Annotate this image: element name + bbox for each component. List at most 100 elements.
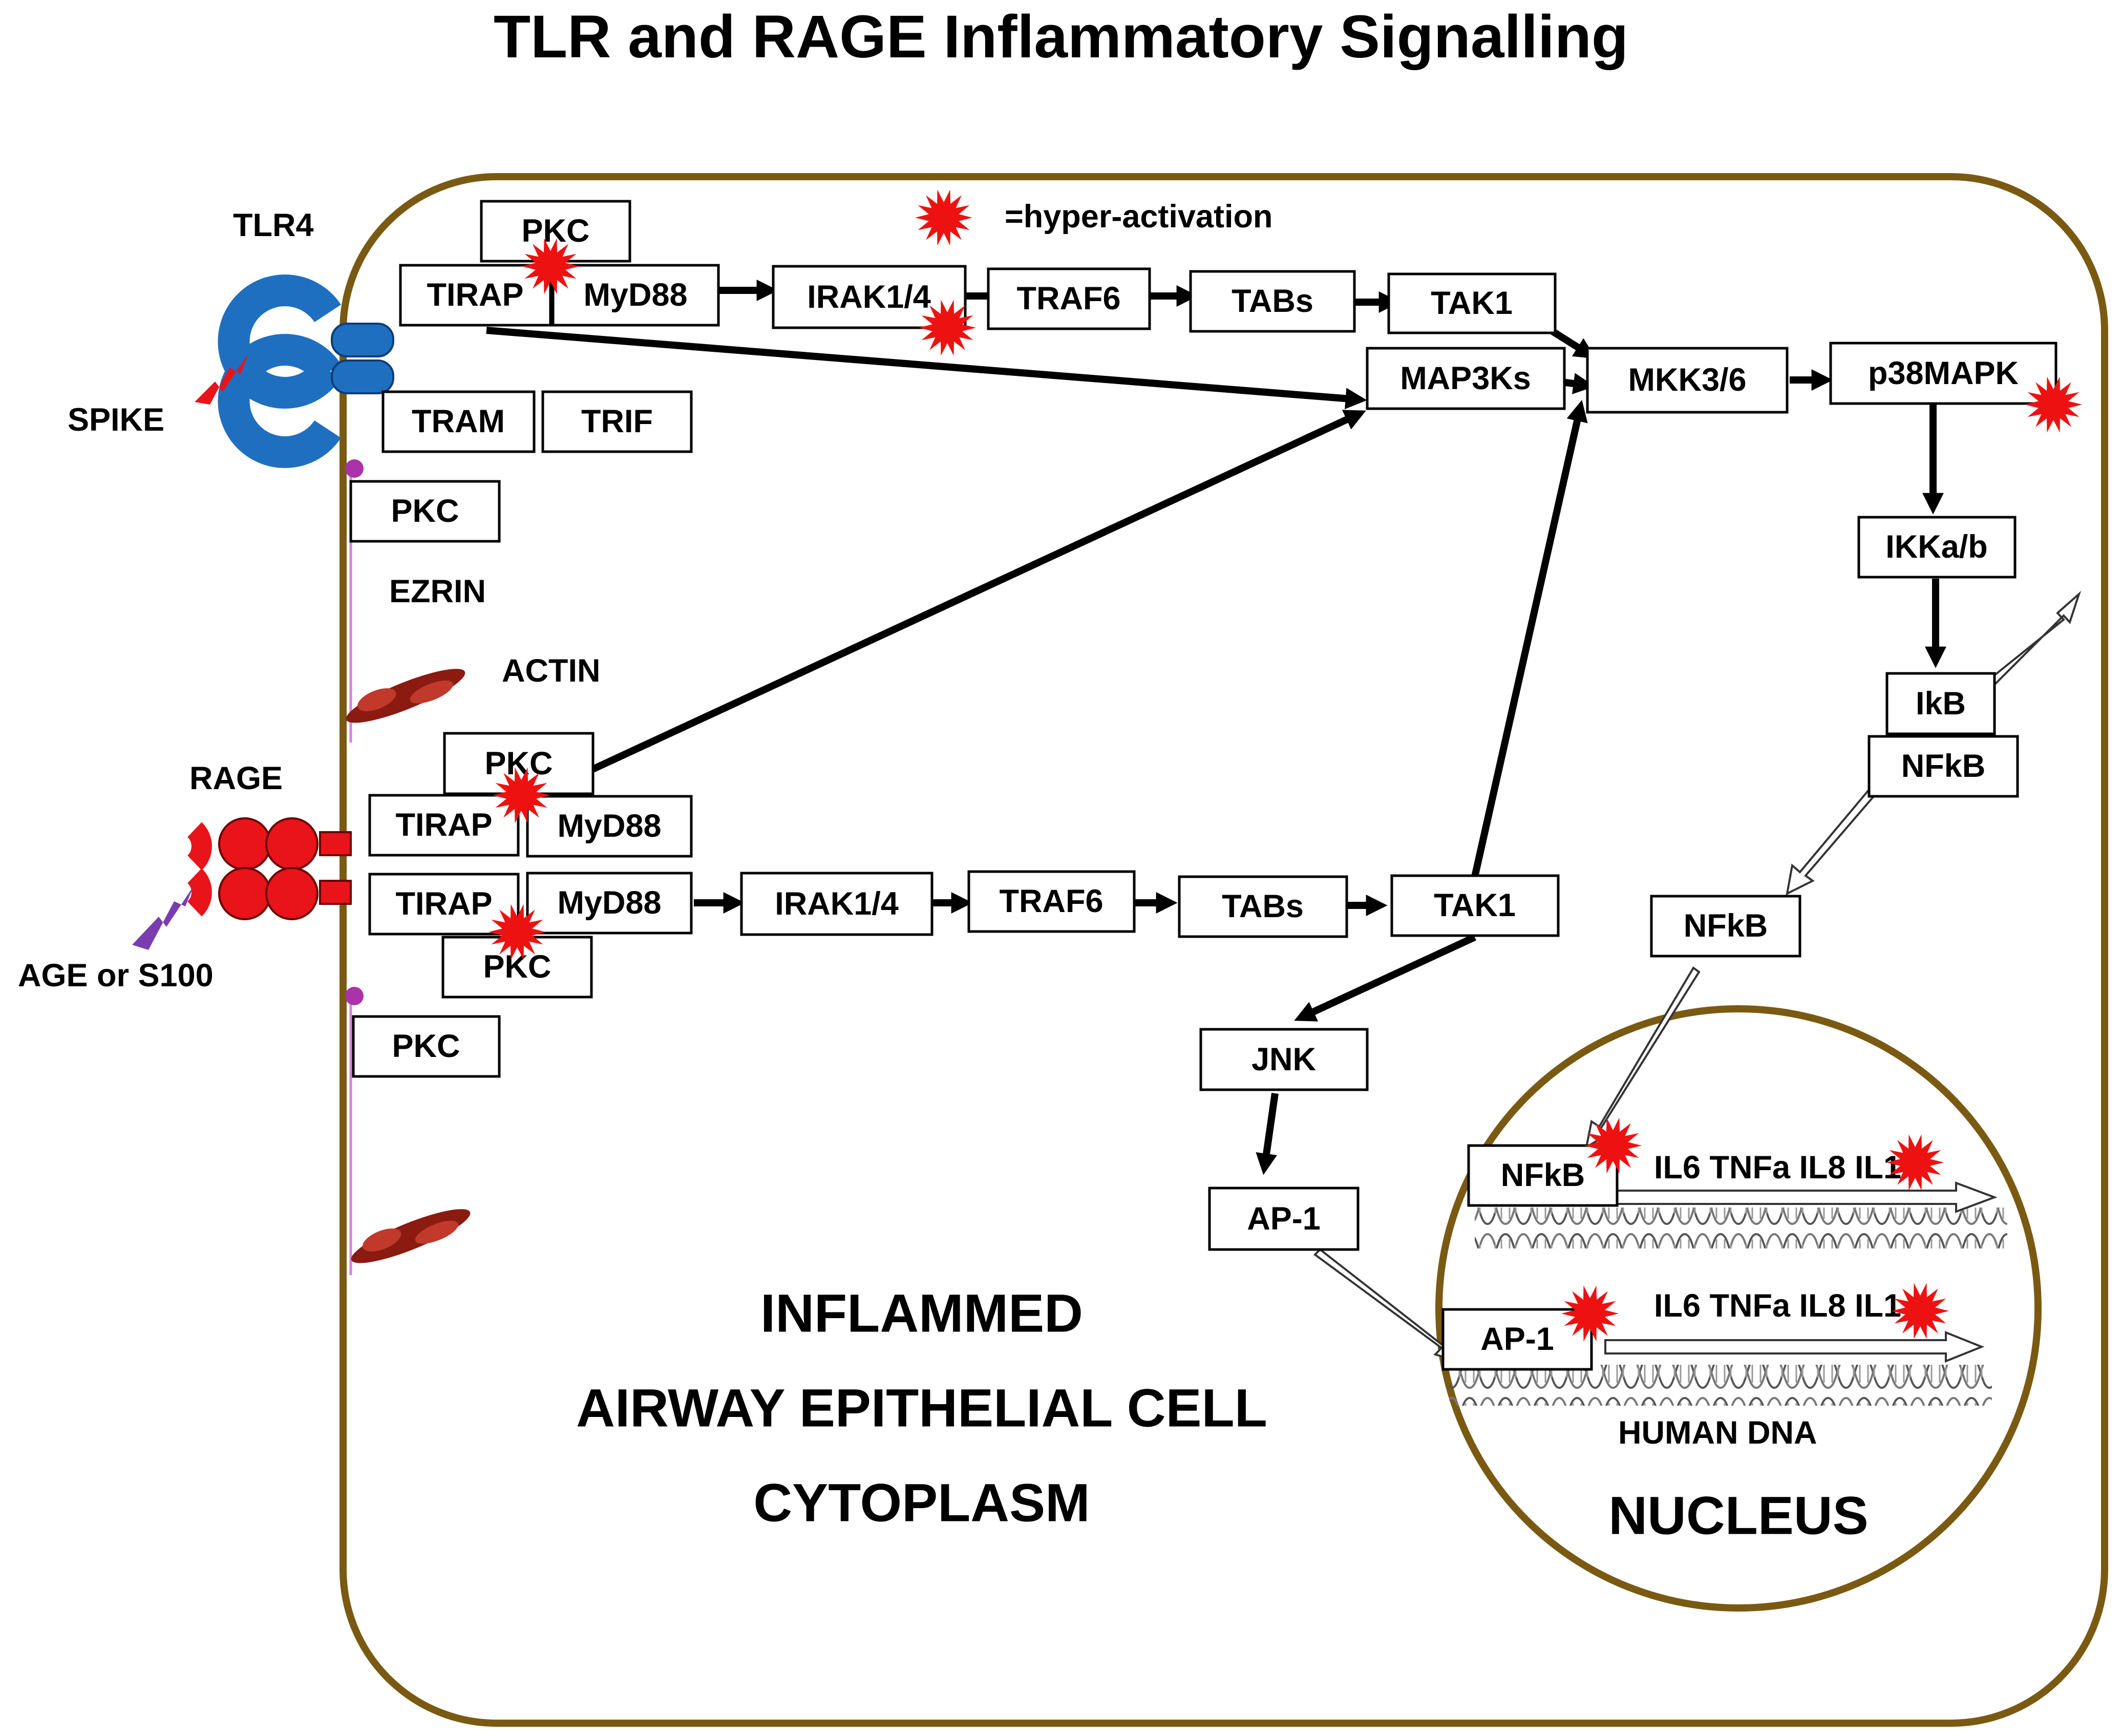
hyper-activation-star-genes2 bbox=[1892, 1283, 1949, 1339]
mkk-box: MKK3/6 bbox=[1586, 347, 1789, 414]
svg-text:AP-1: AP-1 bbox=[1247, 1201, 1321, 1237]
pathway-arrows bbox=[486, 280, 1946, 1175]
nucleus-label: NUCLEUS bbox=[1608, 1486, 1869, 1546]
title: TLR and RAGE Inflammatory Signalling bbox=[494, 3, 1628, 71]
tirap-box-2: TIRAP bbox=[368, 794, 520, 857]
traf6-box-2: TRAF6 bbox=[967, 870, 1136, 933]
nfkb-nucleus-box: NFkB bbox=[1467, 1144, 1619, 1207]
hyper-activation-stars bbox=[489, 189, 2082, 1342]
dna-strand-1 bbox=[1475, 1208, 2007, 1248]
rage-label: RAGE bbox=[189, 760, 283, 796]
tlr4-receptor-icon bbox=[218, 274, 394, 468]
trif-box: TRIF bbox=[541, 390, 693, 453]
tram-box: TRAM bbox=[381, 390, 536, 453]
p38mapk-box: p38MAPK bbox=[1829, 342, 2057, 405]
tabs-box-1: TABs bbox=[1189, 270, 1356, 333]
ap1-nucleus-box: AP-1 bbox=[1441, 1308, 1593, 1371]
nucleus-membrane bbox=[1435, 1005, 2042, 1612]
svg-text:TRAM: TRAM bbox=[412, 404, 505, 439]
arrow-ikb-release bbox=[1989, 590, 2082, 687]
svg-text:PKC: PKC bbox=[392, 1028, 460, 1064]
arrow-jnk-ap1 bbox=[1256, 1093, 1279, 1175]
ikb-box: IkB bbox=[1885, 672, 1996, 735]
hyper-activation-star-tirap1 bbox=[522, 238, 579, 294]
svg-text:NFkB: NFkB bbox=[1901, 748, 1986, 784]
svg-text:AP-1: AP-1 bbox=[1480, 1321, 1554, 1357]
svg-text:MyD88: MyD88 bbox=[557, 885, 661, 921]
svg-text:TIRAP: TIRAP bbox=[396, 886, 493, 922]
map3ks-box: MAP3Ks bbox=[1366, 347, 1566, 410]
dna-label: HUMAN DNA bbox=[1618, 1415, 1817, 1451]
cell-label-line1: INFLAMMED bbox=[760, 1284, 1083, 1344]
svg-text:JNK: JNK bbox=[1251, 1042, 1316, 1077]
dna-strand-2 bbox=[1449, 1365, 1992, 1406]
age-ligand-icon bbox=[132, 886, 194, 950]
hollow-arrows bbox=[1313, 590, 2082, 1364]
svg-text:TRIF: TRIF bbox=[581, 404, 653, 439]
cell-membrane bbox=[339, 173, 2108, 1727]
pkc-membrane-box-2: PKC bbox=[352, 1015, 501, 1078]
svg-text:TABs: TABs bbox=[1222, 888, 1304, 924]
gene-list-nfkb: IL6 TNFa IL8 IL1 bbox=[1654, 1150, 1901, 1185]
hyper-activation-star-legend bbox=[915, 189, 972, 246]
svg-text:IRAK1/4: IRAK1/4 bbox=[807, 279, 931, 315]
arrow-transcription-nfkb bbox=[1612, 1181, 1998, 1213]
nfkb-box-2: NFkB bbox=[1650, 895, 1801, 958]
spike-label: SPIKE bbox=[68, 402, 164, 438]
arrow-tak2-jnk bbox=[1294, 934, 1476, 1022]
svg-text:IKKa/b: IKKa/b bbox=[1885, 529, 1988, 565]
svg-text:p38MAPK: p38MAPK bbox=[1868, 355, 2019, 391]
actin-filament-2 bbox=[351, 1209, 471, 1263]
cell-label-line2: AIRWAY EPITHELIAL CELL bbox=[576, 1379, 1267, 1438]
tirap-box-1: TIRAP bbox=[399, 264, 552, 327]
jnk-box: JNK bbox=[1199, 1028, 1369, 1091]
svg-text:TRAF6: TRAF6 bbox=[1000, 883, 1104, 919]
svg-text:MyD88: MyD88 bbox=[557, 808, 661, 844]
legend-label: =hyper-activation bbox=[1005, 199, 1272, 235]
svg-text:PKC: PKC bbox=[391, 493, 459, 529]
arrow-nfkb-to-cytoplasm bbox=[1786, 782, 1882, 896]
age-label: AGE or S100 bbox=[18, 958, 214, 993]
arrow-nfkb-to-nucleus bbox=[1585, 966, 1701, 1150]
arrow-transcription-ap1 bbox=[1604, 1331, 1985, 1363]
pkc-membrane-box-1: PKC bbox=[349, 480, 501, 543]
svg-text:MyD88: MyD88 bbox=[583, 277, 687, 313]
ikk-box: IKKa/b bbox=[1857, 516, 2017, 579]
hyper-activation-star-irak1 bbox=[919, 300, 976, 356]
svg-text:NFkB: NFkB bbox=[1501, 1157, 1585, 1193]
irak1-box-2: IRAK1/4 bbox=[740, 872, 933, 936]
hyper-activation-star-genes1 bbox=[1886, 1134, 1944, 1191]
gene-list-ap1: IL6 TNFa IL8 IL1 bbox=[1654, 1288, 1901, 1324]
ezrin-label: EZRIN bbox=[389, 574, 486, 609]
rage-receptor-icon bbox=[187, 817, 352, 920]
svg-text:MAP3Ks: MAP3Ks bbox=[1400, 361, 1531, 396]
svg-text:TAK1: TAK1 bbox=[1431, 285, 1513, 321]
nfkb-box-1: NFkB bbox=[1868, 735, 2019, 798]
svg-text:TAK1: TAK1 bbox=[1434, 887, 1516, 923]
svg-text:TIRAP: TIRAP bbox=[396, 807, 493, 843]
tabs-box-2: TABs bbox=[1178, 875, 1348, 938]
svg-text:IkB: IkB bbox=[1916, 686, 1966, 722]
svg-text:MKK3/6: MKK3/6 bbox=[1628, 362, 1746, 398]
svg-text:TIRAP: TIRAP bbox=[427, 277, 524, 313]
hyper-activation-star-p38 bbox=[2025, 376, 2082, 433]
myd88-box-3: MyD88 bbox=[526, 872, 693, 935]
tak1-box-1: TAK1 bbox=[1387, 272, 1557, 334]
actin-filament-1 bbox=[346, 669, 465, 723]
ap1-box-1: AP-1 bbox=[1208, 1187, 1360, 1251]
pkc-anchor-1 bbox=[345, 459, 364, 478]
spike-ligand-icon bbox=[195, 353, 248, 405]
irak1-box-1: IRAK1/4 bbox=[772, 265, 967, 329]
pkc-anchor-2 bbox=[345, 987, 364, 1005]
svg-text:PKC: PKC bbox=[483, 949, 551, 985]
svg-text:IRAK1/4: IRAK1/4 bbox=[775, 886, 899, 922]
hyper-activation-star-tirap2 bbox=[493, 767, 550, 823]
arrow-tak2-mkk bbox=[1471, 399, 1588, 878]
hyper-activation-star-tirap3 bbox=[489, 904, 546, 960]
hyper-activation-star-ap1-nuc bbox=[1561, 1285, 1619, 1342]
cell-label-line3: CYTOPLASM bbox=[753, 1473, 1090, 1533]
traf6-box-1: TRAF6 bbox=[987, 267, 1151, 330]
actin-label: ACTIN bbox=[502, 653, 600, 689]
arrow-tirap2-map3ks bbox=[544, 410, 1366, 795]
